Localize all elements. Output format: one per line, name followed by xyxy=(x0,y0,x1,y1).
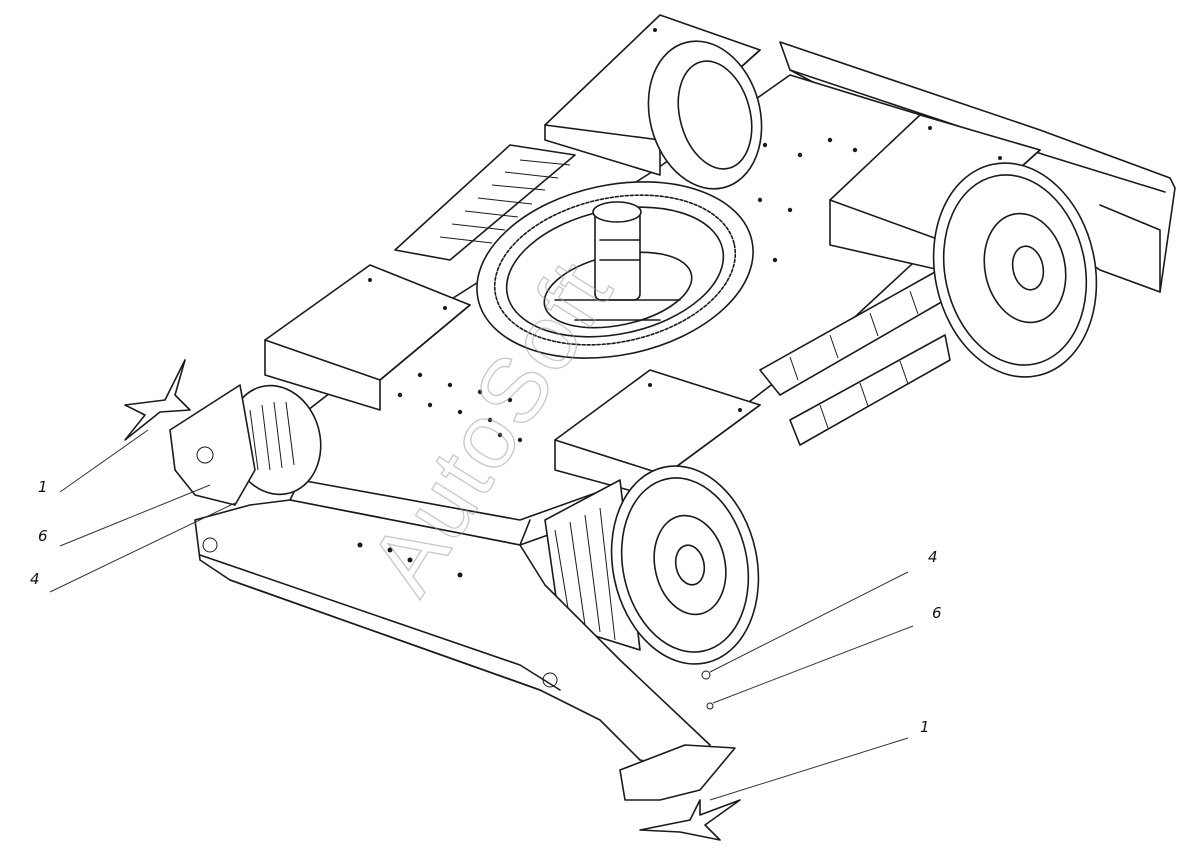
hitch-bracket-left xyxy=(169,384,256,506)
callout-left-4: 4 xyxy=(30,570,40,588)
hitch-bracket-right xyxy=(619,744,736,801)
callout-left-1: 1 xyxy=(38,478,48,496)
leader-left-6 xyxy=(59,484,211,547)
leader-right-4 xyxy=(709,571,909,673)
side-step-left-rear xyxy=(394,144,576,261)
leader-right-6 xyxy=(712,625,914,704)
washer-right-6 xyxy=(706,702,714,710)
callout-right-1: 1 xyxy=(920,718,930,736)
leader-left-1 xyxy=(59,429,149,493)
callout-left-6: 6 xyxy=(38,527,48,545)
outrigger-pad-right xyxy=(639,799,741,841)
wheel-front-right xyxy=(544,465,760,665)
outrigger-pad-left xyxy=(124,359,191,441)
callout-right-4: 4 xyxy=(928,548,938,566)
slew-motor xyxy=(554,201,681,321)
leader-left-4 xyxy=(49,502,236,593)
wheel-rear-left xyxy=(647,40,763,190)
side-step-right-rear xyxy=(789,334,951,446)
leader-right-1 xyxy=(709,737,909,801)
callout-right-6: 6 xyxy=(932,604,942,622)
bolt-right-4 xyxy=(701,670,711,680)
fender-front-left xyxy=(264,264,471,411)
wheel-rear-right xyxy=(932,162,1098,378)
